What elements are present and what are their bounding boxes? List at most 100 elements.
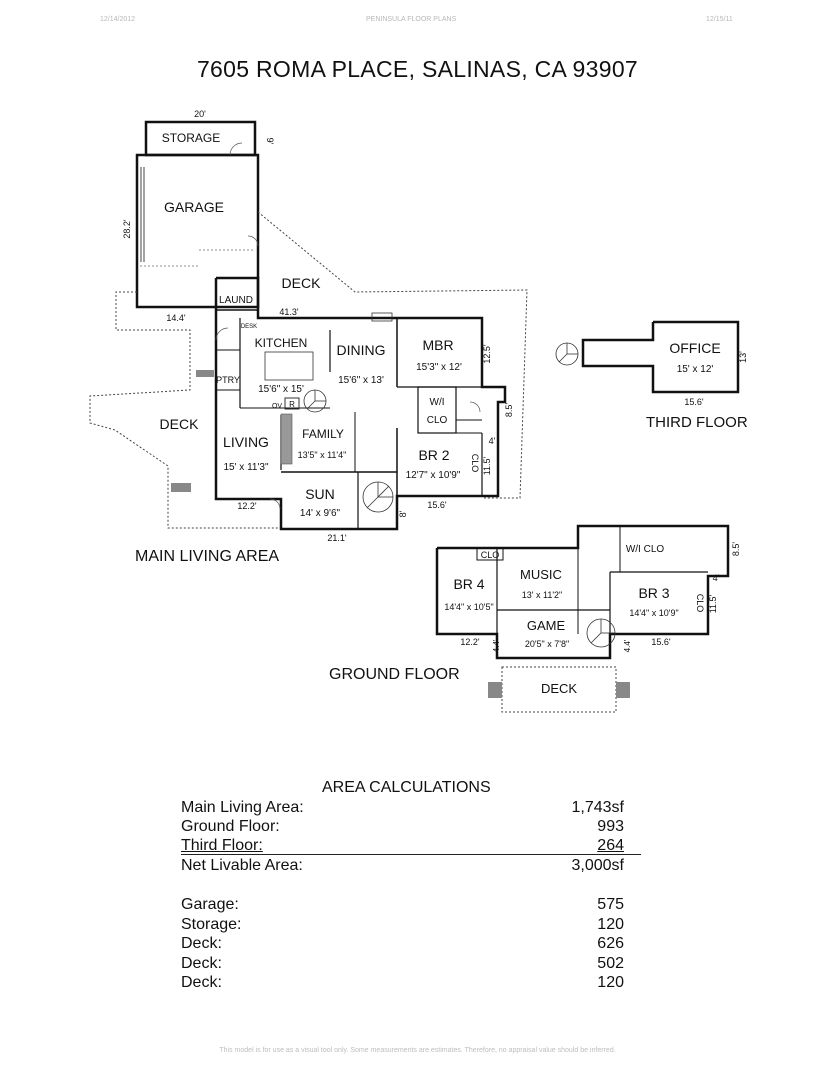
dim-gf-br3-depth: 11.5' bbox=[708, 594, 718, 613]
room-label-br4: BR 4 bbox=[453, 576, 484, 592]
area-row-label: Third Floor: bbox=[181, 837, 263, 854]
room-label-ptry: PTRY bbox=[216, 375, 240, 385]
area-row-label: Ground Floor: bbox=[181, 818, 280, 835]
area-row-value: 626 bbox=[597, 935, 624, 952]
room-dim-br3: 14'4" x 10'9" bbox=[629, 608, 678, 618]
room-label-kitchen: KITCHEN bbox=[255, 336, 308, 350]
room-label-family: FAMILY bbox=[302, 427, 344, 441]
room-label-music: MUSIC bbox=[520, 567, 562, 582]
area-row-label: Storage: bbox=[181, 916, 242, 933]
garage-wall bbox=[135, 153, 260, 309]
room-label-desk: DESK bbox=[241, 324, 257, 330]
clo-br3-label: CLO bbox=[695, 594, 705, 613]
area-row-label: Main Living Area: bbox=[181, 799, 304, 816]
room-label-mbr: MBR bbox=[422, 337, 453, 353]
room-label-deck-left: DECK bbox=[160, 416, 200, 432]
room-dim-kitchen: 15'6" x 15' bbox=[258, 384, 304, 395]
room-dim-music: 13' x 11'2" bbox=[522, 590, 563, 600]
area-row-value: 3,000sf bbox=[571, 857, 624, 874]
dim-living-width: 12.2' bbox=[237, 501, 257, 511]
dim-office-depth: 13' bbox=[738, 351, 748, 363]
room-dim-office: 15' x 12' bbox=[677, 364, 714, 375]
dim-storage-width: 20' bbox=[194, 109, 206, 119]
dim-br2-width: 15.6' bbox=[427, 500, 447, 510]
dim-mbr-depth: 12.5' bbox=[482, 344, 492, 364]
room-label-clo: CLO bbox=[427, 415, 448, 426]
area-row: Third Floor: 264 bbox=[181, 837, 641, 857]
room-dim-mbr: 15'3" x 12' bbox=[416, 362, 462, 373]
room-label-garage: GARAGE bbox=[164, 199, 224, 215]
dim-storage-depth: 9' bbox=[265, 138, 275, 145]
room-label-dining: DINING bbox=[337, 342, 386, 358]
deck-top-outline bbox=[257, 211, 528, 499]
room-dim-living: 15' x 11'3" bbox=[224, 462, 269, 473]
area-row-label: Deck: bbox=[181, 974, 222, 991]
dim-office-width: 15.6' bbox=[684, 397, 704, 407]
room-label-laund: LAUND bbox=[219, 295, 253, 306]
dim-gf-br3-width: 15.6' bbox=[651, 637, 671, 647]
dim-bath-depth: 8.5' bbox=[504, 403, 514, 418]
room-dim-family: 13'5" x 11'4" bbox=[298, 450, 347, 460]
area-row: Deck: 120 bbox=[181, 974, 641, 994]
clo-br2-label: CLO bbox=[470, 454, 480, 473]
header-right: 12/15/11 bbox=[706, 16, 733, 23]
room-dim-dining: 15'6" x 13' bbox=[338, 375, 384, 386]
room-label-deck-top: DECK bbox=[282, 275, 322, 291]
area-row: Deck: 502 bbox=[181, 955, 641, 975]
dim-gf-wiclo-depth: 8.5' bbox=[731, 542, 741, 557]
room-label-living: LIVING bbox=[223, 434, 269, 450]
area-calculations-title: AREA CALCULATIONS bbox=[322, 779, 491, 796]
room-label-br2: BR 2 bbox=[418, 447, 449, 463]
room-label-storage: STORAGE bbox=[162, 131, 220, 145]
area-row-label: Garage: bbox=[181, 896, 239, 913]
area-row-value: 264 bbox=[597, 837, 624, 854]
area-row-label: Deck: bbox=[181, 935, 222, 952]
dim-gf-br4-width: 12.2' bbox=[460, 637, 480, 647]
dim-gf-game-right: 4.4' bbox=[623, 639, 632, 652]
dim-garage-depth: 28.2' bbox=[122, 219, 132, 239]
main-house-wall bbox=[214, 276, 507, 531]
area-row: Storage: 120 bbox=[181, 916, 641, 936]
room-label-r: R bbox=[289, 400, 295, 409]
room-label-wi: W/I bbox=[430, 397, 445, 408]
header-center: PENINSULA FLOOR PLANS bbox=[366, 16, 457, 23]
page-title: 7605 ROMA PLACE, SALINAS, CA 93907 bbox=[196, 56, 639, 82]
room-label-ov: OV bbox=[272, 403, 282, 410]
area-row: Ground Floor: 993 bbox=[181, 818, 641, 838]
third-floor-label: THIRD FLOOR bbox=[646, 414, 748, 431]
header-left: 12/14/2012 bbox=[100, 16, 136, 23]
room-label-br3: BR 3 bbox=[638, 585, 669, 601]
office-wall bbox=[581, 320, 740, 394]
room-label-office: OFFICE bbox=[669, 340, 720, 356]
area-row-total: Net Livable Area: 3,000sf bbox=[181, 857, 641, 877]
area-row: Deck: 626 bbox=[181, 935, 641, 955]
area-row: Garage: 575 bbox=[181, 896, 641, 916]
area-row-value: 502 bbox=[597, 955, 624, 972]
dim-jog: 4' bbox=[489, 436, 496, 446]
ground-floor-label: GROUND FLOOR bbox=[329, 666, 460, 683]
room-label-deck-gf: DECK bbox=[541, 681, 577, 696]
main-living-area-label: MAIN LIVING AREA bbox=[135, 548, 279, 565]
room-label-sun: SUN bbox=[305, 486, 335, 502]
area-row-value: 1,743sf bbox=[571, 799, 624, 816]
area-row-value: 993 bbox=[597, 818, 624, 835]
subtotal-rule bbox=[181, 854, 641, 855]
dim-gf-jog: 4' bbox=[713, 573, 720, 583]
dim-sun-depth: 8' bbox=[398, 510, 408, 517]
area-row-label: Deck: bbox=[181, 955, 222, 972]
dim-br2-depth: 11.5' bbox=[482, 456, 492, 475]
deck-left-outline bbox=[89, 291, 284, 529]
dim-main-width: 41.3' bbox=[279, 307, 299, 317]
dim-gf-game-left: 4.4' bbox=[492, 639, 501, 652]
area-row-value: 120 bbox=[597, 916, 624, 933]
dim-garage-width: 14.4' bbox=[166, 313, 186, 323]
area-row-label: Net Livable Area: bbox=[181, 857, 303, 874]
room-dim-sun: 14' x 9'6" bbox=[300, 508, 341, 519]
room-label-clo-gf: CLO bbox=[481, 550, 500, 560]
area-row: Main Living Area: 1,743sf bbox=[181, 799, 641, 819]
area-row-value: 575 bbox=[597, 896, 624, 913]
room-dim-br2: 12'7" x 10'9" bbox=[406, 470, 461, 481]
ground-floor-wall bbox=[435, 524, 730, 660]
floor-plan-diagram: STORAGE GARAGE LAUND DECK DECK KITCHEN 1… bbox=[89, 109, 748, 713]
room-label-game: GAME bbox=[527, 618, 566, 633]
